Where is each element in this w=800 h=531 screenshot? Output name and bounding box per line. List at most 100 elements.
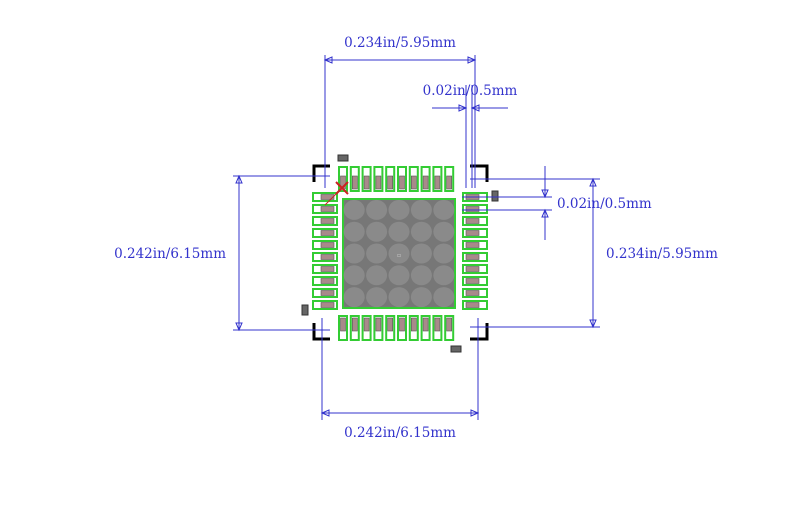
thermal-via bbox=[433, 243, 455, 264]
pin-right-3-lead bbox=[465, 218, 480, 224]
thermal-via bbox=[388, 221, 410, 242]
reference-markers bbox=[301, 154, 499, 353]
pin-bottom-5-lead bbox=[387, 317, 394, 332]
pin-left-2-lead bbox=[320, 206, 335, 212]
thermal-via bbox=[410, 221, 432, 242]
thermal-pad-center-mark: ▫ bbox=[397, 252, 401, 259]
dim-pitch-arrow-left bbox=[458, 104, 468, 112]
pin-top-9-lead bbox=[434, 175, 441, 190]
pin-top-7 bbox=[408, 166, 419, 192]
label-top-width: 0.234in/5.95mm bbox=[344, 35, 456, 51]
pin-bottom-5 bbox=[385, 315, 396, 341]
pin-right-9-lead bbox=[465, 290, 480, 296]
pin-right-6 bbox=[462, 252, 488, 262]
pin-top-2-lead bbox=[351, 175, 358, 190]
pin-bottom-3 bbox=[361, 315, 372, 341]
pin-right-10 bbox=[462, 300, 488, 310]
pin-top-4-lead bbox=[375, 175, 382, 190]
dim-left-arrow-top bbox=[235, 174, 243, 184]
label-pitch-top: 0.02in/0.5mm bbox=[423, 83, 518, 99]
marker-right bbox=[491, 190, 499, 202]
pin-left-6 bbox=[312, 252, 338, 262]
thermal-via bbox=[433, 287, 455, 308]
pin-right-5-lead bbox=[465, 242, 480, 248]
pin-top-5 bbox=[385, 166, 396, 192]
pin-left-10-lead bbox=[320, 302, 335, 308]
pin-bottom-6 bbox=[397, 315, 407, 341]
pin-right-9 bbox=[462, 288, 488, 298]
thermal-via bbox=[388, 199, 410, 220]
marker-top bbox=[337, 154, 349, 162]
pin-top-9 bbox=[432, 166, 443, 192]
pin-bottom-2-lead bbox=[351, 317, 358, 332]
pin-bottom-1-lead bbox=[340, 317, 346, 332]
pin-bottom-1 bbox=[338, 315, 348, 341]
thermal-via bbox=[343, 221, 365, 242]
pins-top bbox=[338, 166, 455, 192]
pin-left-3 bbox=[312, 216, 338, 226]
pin-left-7 bbox=[312, 264, 338, 274]
dimension-lines bbox=[233, 55, 600, 420]
pin-left-1 bbox=[312, 192, 338, 202]
pin-bottom-2 bbox=[349, 315, 360, 341]
pin-right-6-lead bbox=[465, 254, 480, 260]
pin-right-10-lead bbox=[465, 302, 480, 308]
thermal-via bbox=[410, 287, 432, 308]
thermal-via bbox=[366, 287, 388, 308]
pin-top-7-lead bbox=[410, 175, 417, 190]
pin-left-6-lead bbox=[320, 254, 335, 260]
pin-top-3 bbox=[361, 166, 372, 192]
corner-mark-bottom-right bbox=[470, 323, 489, 341]
pin-bottom-7-lead bbox=[410, 317, 417, 332]
pin-bottom-4 bbox=[373, 315, 384, 341]
corner-mark-bottom-left bbox=[312, 323, 330, 341]
pin-right-8 bbox=[462, 276, 488, 286]
pin-left-9-lead bbox=[320, 290, 335, 296]
pin1-marker bbox=[324, 181, 349, 206]
pin-bottom-4-lead bbox=[375, 317, 382, 332]
pin-bottom-10 bbox=[444, 315, 455, 341]
dim-bottom-arrow-left bbox=[320, 409, 330, 417]
corner-mark-top-left bbox=[312, 164, 330, 182]
pin-left-5-lead bbox=[320, 242, 335, 248]
pin-right-7-lead bbox=[465, 266, 480, 272]
pin-left-8 bbox=[312, 276, 338, 286]
thermal-via bbox=[433, 265, 455, 286]
marker-left bbox=[301, 304, 309, 316]
pin-top-8 bbox=[420, 166, 431, 192]
thermal-via bbox=[366, 199, 388, 220]
thermal-via bbox=[388, 243, 410, 264]
pin-left-2 bbox=[312, 204, 338, 214]
thermal-via bbox=[410, 265, 432, 286]
pin-left-10 bbox=[312, 300, 338, 310]
pin-bottom-9-lead bbox=[434, 317, 441, 332]
pin-top-2 bbox=[349, 166, 360, 192]
pin-bottom-7 bbox=[408, 315, 419, 341]
pin-right-3 bbox=[462, 216, 488, 226]
dim-top-arrow-right bbox=[467, 56, 477, 64]
dim-bottom-arrow-right bbox=[470, 409, 480, 417]
corner-marks bbox=[312, 164, 489, 341]
pin-right-2 bbox=[462, 204, 488, 214]
dim-top-arrow-left bbox=[323, 56, 333, 64]
thermal-via bbox=[343, 243, 365, 264]
pin-top-10-lead bbox=[446, 175, 453, 190]
pin-top-6 bbox=[397, 166, 407, 192]
pin-left-3-lead bbox=[320, 218, 335, 224]
dim-right-arrow-bottom bbox=[589, 319, 597, 329]
thermal-via bbox=[366, 243, 388, 264]
pin-bottom-6-lead bbox=[399, 317, 405, 332]
pin-right-2-lead bbox=[465, 206, 480, 212]
thermal-via bbox=[388, 287, 410, 308]
pin-left-9 bbox=[312, 288, 338, 298]
dim-left-arrow-bottom bbox=[235, 322, 243, 332]
corner-mark-top-right bbox=[470, 164, 489, 182]
thermal-via bbox=[343, 287, 365, 308]
pin-top-5-lead bbox=[387, 175, 394, 190]
pin-top-4 bbox=[373, 166, 384, 192]
pin-right-7 bbox=[462, 264, 488, 274]
pin-right-4-lead bbox=[465, 230, 480, 236]
label-pitch-right: 0.02in/0.5mm bbox=[557, 196, 652, 212]
pin-bottom-9 bbox=[432, 315, 443, 341]
thermal-via bbox=[343, 265, 365, 286]
